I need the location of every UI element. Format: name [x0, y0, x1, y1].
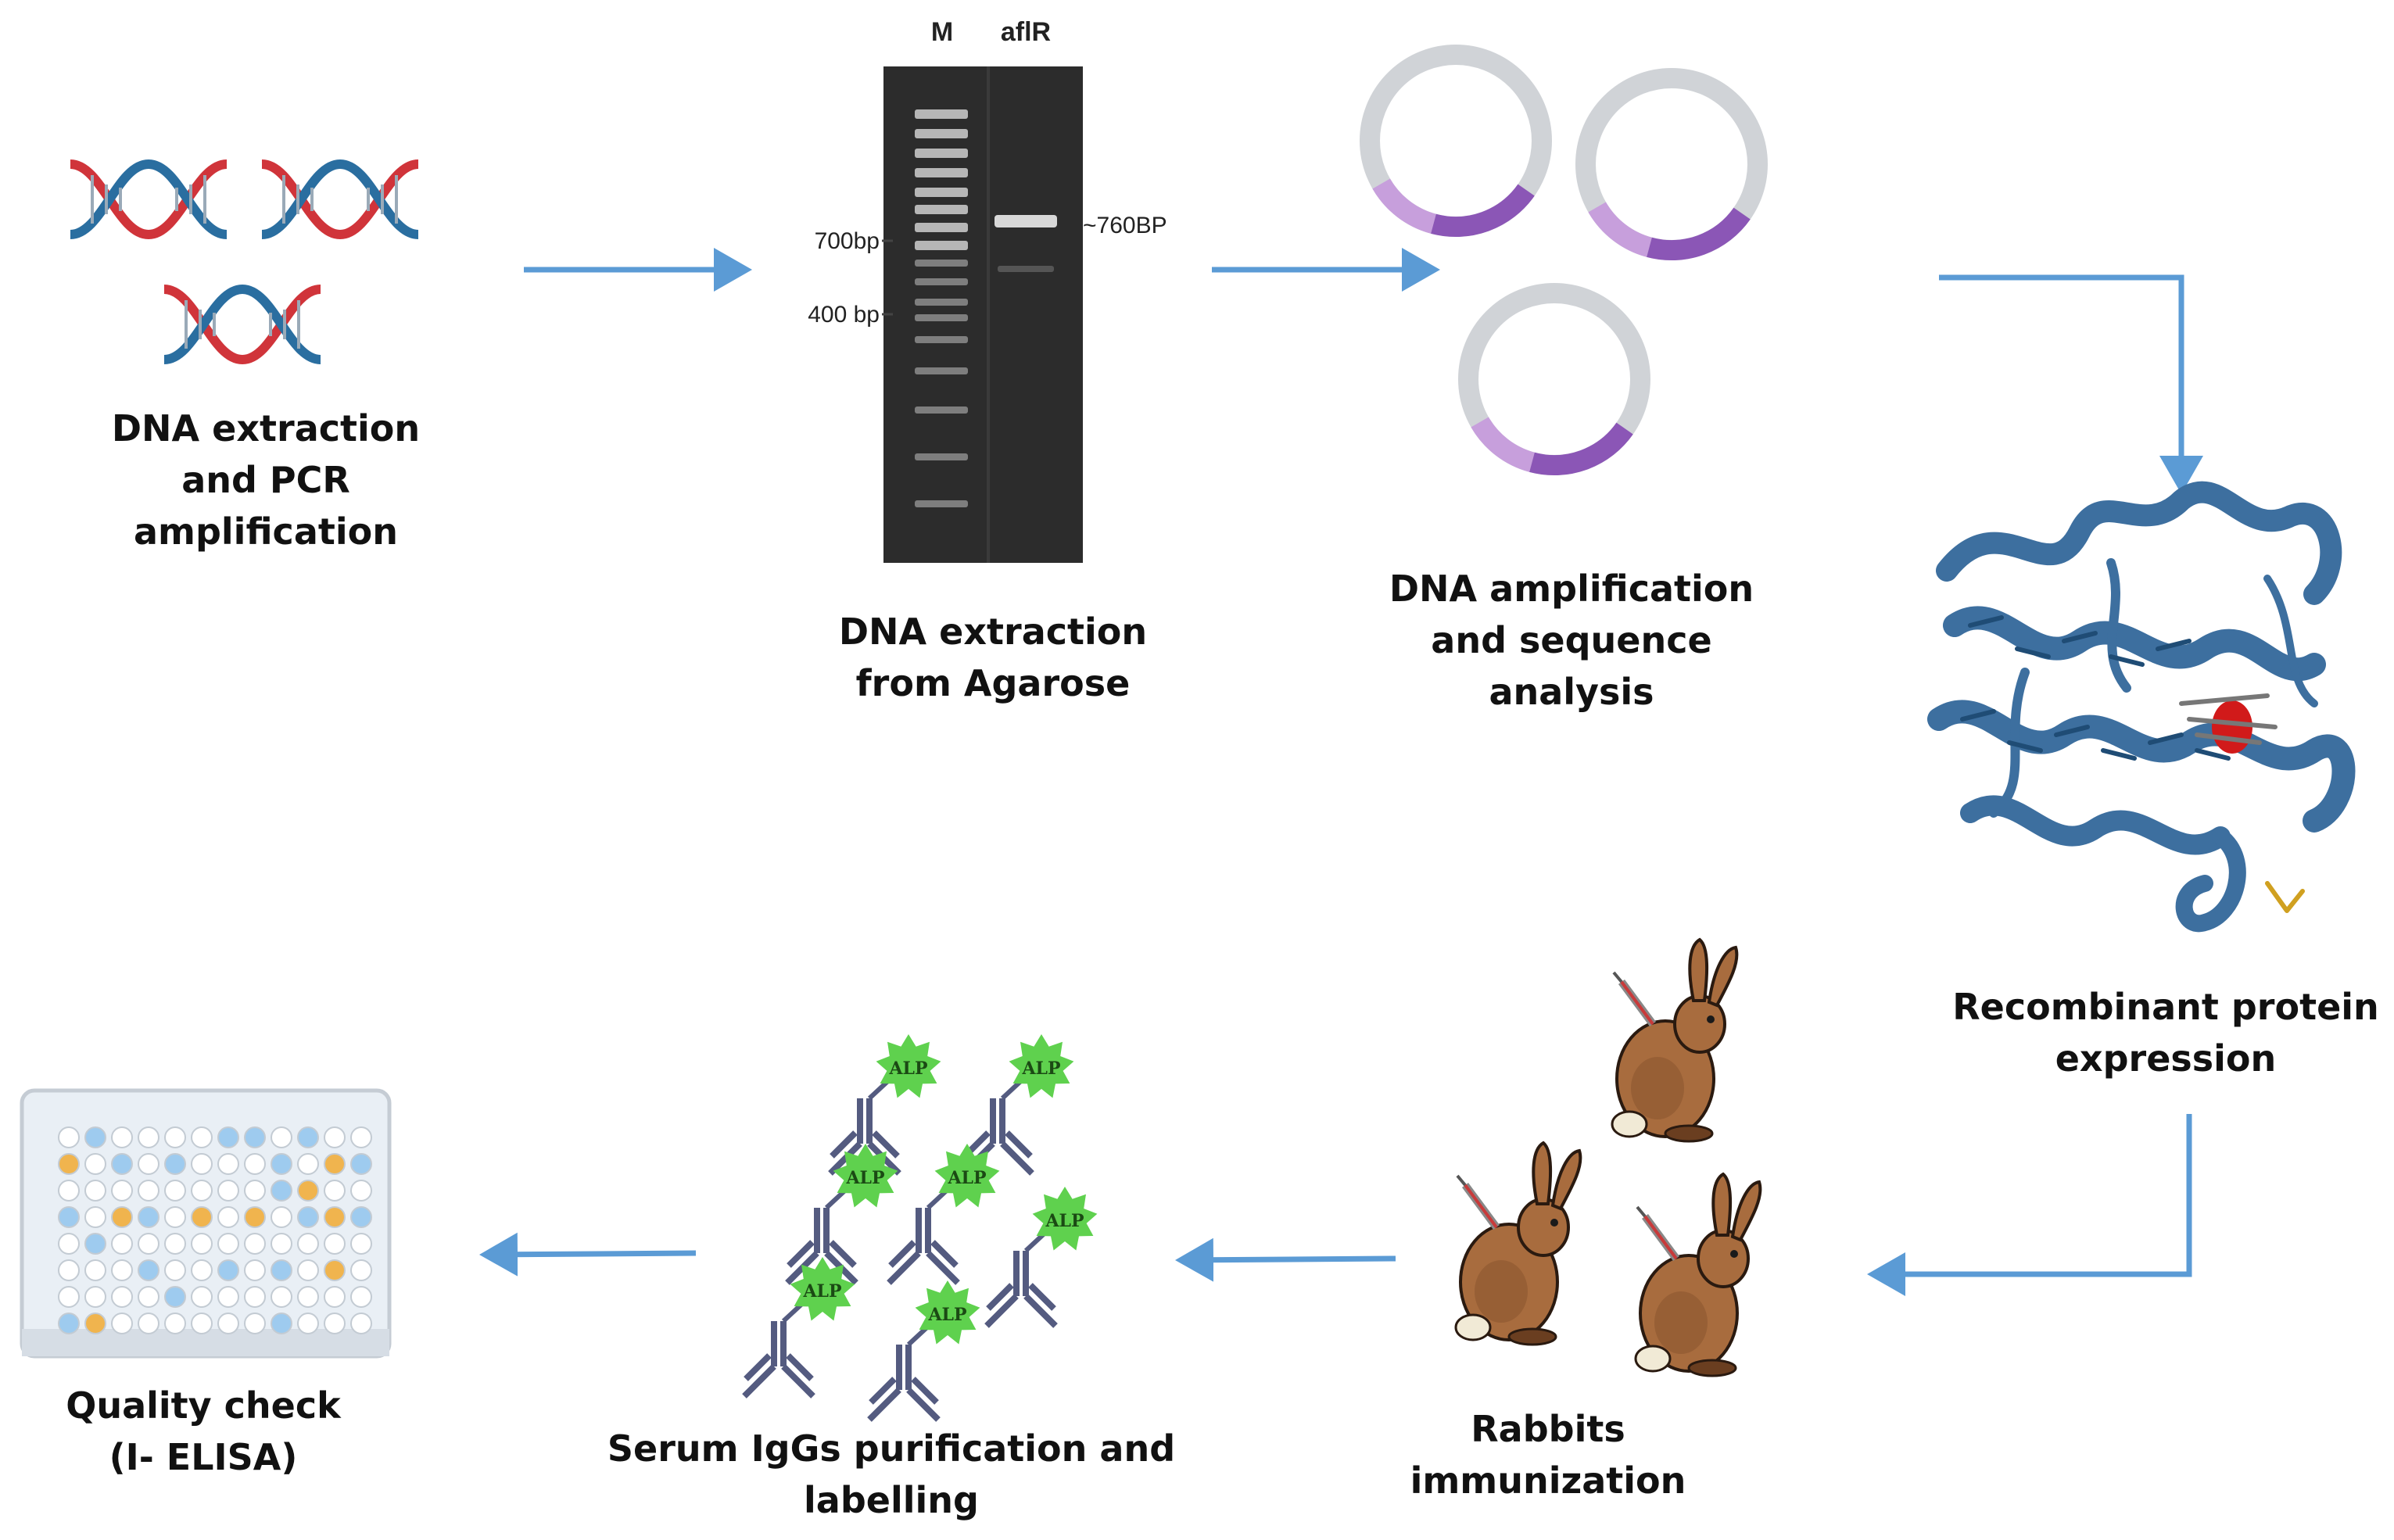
- agarose-gel-icon: M aflR 700bp 400 bp ~760BP: [808, 17, 1167, 563]
- flow-arrows: [479, 248, 2203, 1296]
- labelled-antibody: ALP: [963, 1034, 1074, 1173]
- alp-tag-label: ALP: [888, 1058, 927, 1079]
- plasmid-icon: [1370, 55, 1758, 465]
- aflr-band: [995, 215, 1057, 227]
- arrow-rabbits-to-igg: [1175, 1237, 1396, 1282]
- marker-ladder-bands: [915, 109, 968, 507]
- alp-tag-label: ALP: [1021, 1058, 1060, 1079]
- marker-400bp: 400 bp: [808, 302, 880, 328]
- labelled-antibody: ALP: [787, 1144, 898, 1283]
- lane-label-m: M: [931, 17, 953, 47]
- rabbit-icon: [1456, 940, 1760, 1376]
- elisa-plate-icon: [20, 1088, 392, 1359]
- label-igg-purification: Serum IgGs purification and labelling: [607, 1427, 1176, 1521]
- band-label-760bp: ~760BP: [1083, 213, 1167, 238]
- protein-structure-icon: [1927, 481, 2356, 933]
- antibody-icon: ALP ALP ALP ALP ALP ALP ALP: [744, 1034, 1098, 1420]
- alp-tag-label: ALP: [802, 1281, 841, 1302]
- gel-image: [883, 66, 1083, 563]
- label-rabbits-immunization: Rabbits immunization: [1410, 1408, 1686, 1502]
- alp-tag-label: ALP: [845, 1168, 884, 1188]
- alp-tag-label: ALP: [947, 1168, 986, 1188]
- alp-tag-label: ALP: [927, 1305, 966, 1325]
- label-dna-extraction: DNA extraction and PCR amplification: [111, 407, 421, 553]
- label-protein-expression: Recombinant protein expression: [1952, 986, 2379, 1080]
- labelled-antibody: ALP: [987, 1187, 1098, 1326]
- label-sequence-analysis: DNA amplification and sequence analysis: [1389, 568, 1754, 713]
- label-quality-check: Quality check (I- ELISA): [66, 1384, 341, 1478]
- arrow-igg-to-qc: [479, 1232, 697, 1277]
- alp-tag-label: ALP: [1045, 1211, 1084, 1231]
- marker-700bp: 700bp: [815, 228, 880, 254]
- labelled-antibody: ALP: [869, 1280, 980, 1420]
- labelled-antibody: ALP: [889, 1144, 1000, 1283]
- labelled-antibody: ALP: [744, 1257, 855, 1396]
- arrow-protein-to-rabbits: [1867, 1114, 2192, 1296]
- lane-label-aflr: aflR: [1001, 17, 1051, 47]
- dna-helix-icon: [70, 164, 418, 360]
- arrow-sequence-to-protein: [1939, 274, 2203, 494]
- labelled-antibody: ALP: [830, 1034, 941, 1173]
- label-agarose-extraction: DNA extraction from Agarose: [838, 611, 1148, 704]
